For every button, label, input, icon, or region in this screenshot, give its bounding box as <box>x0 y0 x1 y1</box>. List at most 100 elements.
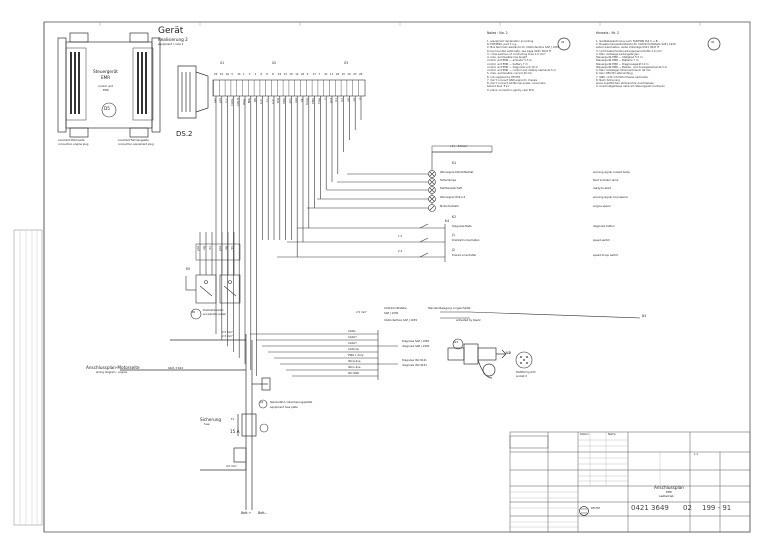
pin-number: 25 <box>214 73 218 76</box>
k4-label: K4 <box>445 219 450 223</box>
wire-label: prot <box>329 98 333 104</box>
input-label-de: Drehzahl umschalten <box>452 239 480 242</box>
wire-label: b.m. <box>259 98 263 104</box>
ds2-label: DS.2 <box>176 130 193 138</box>
output-label-en: warning signal coolant temp <box>593 171 630 174</box>
wire-label: U2 <box>341 98 345 102</box>
k1-label: K1 <box>452 161 457 165</box>
power-fuse-section <box>120 334 271 510</box>
diag-value-2: 2 d <box>398 250 403 253</box>
can-bus-label: PWG 1 Amp <box>348 354 364 357</box>
relay-column-label: sig <box>225 246 228 250</box>
sheet-border <box>43 21 751 533</box>
wire-label: rel <box>352 98 356 102</box>
left-title-en: wiring diagram - engine <box>96 371 127 374</box>
n2-label: N2 <box>506 351 511 355</box>
wire-label: k.m. <box>271 98 275 104</box>
output-label-de: Warnsignal Kühlmittelhalt <box>440 171 474 174</box>
relay-column-label: 5V <box>231 246 234 250</box>
note-de-line: Steuergerät EMR — Diagnosegerät 10 m <box>596 62 649 66</box>
wire-label: PW <box>254 98 258 103</box>
wire-label: ENG <box>283 98 287 104</box>
notes-de-list: 1. Gerätebezeichnung nach FAE/PINS Teil … <box>596 40 676 89</box>
wire-label: gnd <box>294 98 298 103</box>
output-label-de: Startbereitschaft <box>440 187 462 190</box>
can-right-en: activated by Deutz <box>456 319 481 322</box>
diag-badge: X23 <box>453 341 459 344</box>
device-subtitle-en: equipment / code 2 <box>158 43 184 46</box>
pin-number: 10 <box>289 73 293 76</box>
output-label-en: ready-to-start <box>593 187 611 190</box>
diag-connector-de: Plattformg X23 <box>516 371 536 374</box>
relay-column-label: sig <box>203 246 206 250</box>
title-block <box>509 431 751 533</box>
emr-sub: control unit <box>98 85 113 88</box>
cross-section-1: 2.5 mm² <box>222 331 234 334</box>
pin-number: 2 <box>254 73 257 76</box>
diagnosis-connector-drawing <box>447 343 533 379</box>
wire-label: U1 <box>335 98 339 102</box>
ds2-plug-drawing <box>177 65 209 119</box>
relay-caption-en: accelerator pedal <box>203 313 226 316</box>
relay-k5-label: K5 <box>186 267 191 271</box>
pin-number: 17 <box>312 73 316 76</box>
wire-label: OIL <box>300 98 304 103</box>
pin-number: 21 <box>324 73 328 76</box>
note-en-line: 6. not supplied by DEUTZ <box>487 75 521 79</box>
pin-number: 19 <box>347 73 351 76</box>
note-de-line: 7. GND nicht mit Motormasse verbinden <box>596 75 649 79</box>
note-de-line: 5. Max. zulässiger Stromverbrauch 40 mA <box>596 69 651 73</box>
wire-label: CAN-L <box>230 98 234 106</box>
pin-number: 8 <box>272 73 274 76</box>
note-de-line: 1. Gerätebezeichnung nach FAE/PINS Teil … <box>596 40 659 43</box>
wire-label: t.c. <box>265 98 269 103</box>
pin-number: 20 <box>301 73 305 76</box>
wire-label: gnd <box>219 98 223 103</box>
emr-left-caption-en: connection engine plug <box>58 143 89 146</box>
can-bus-lines <box>250 311 641 380</box>
wire-label: Diag. <box>242 98 246 105</box>
diag-x-label: X <box>509 351 512 355</box>
note-en-line: behind fuse 'F.11' <box>487 85 510 89</box>
can-sae: SAE J 1939 <box>384 312 399 315</box>
output-label-en: warning signal oil pressure <box>593 196 628 199</box>
pin-number: 4 <box>306 73 309 76</box>
can-right-de: Standardbelegung vorgeschaltet <box>428 307 471 310</box>
pin-number: 14 <box>237 73 241 76</box>
diag-connector-en: socket X <box>516 375 527 378</box>
note-de-line: Steuergerät EMR — Bedien- und Anzeigeele… <box>596 65 668 69</box>
n1-label: N1 <box>642 314 647 318</box>
cross-section-2: 2.5 mm² <box>356 311 368 314</box>
can-bus-label: ISO GND <box>348 372 360 375</box>
emr-control-unit-drawing <box>57 32 161 138</box>
output-label-en: fault indicator lamp <box>593 179 619 182</box>
pin-number: 18 <box>335 73 340 76</box>
note-en-line: 7. don't connect GND-signal to chassis <box>487 78 538 82</box>
input-label-de: P-Grad umschalter <box>452 254 477 257</box>
relay-column-label: gnd <box>197 246 200 251</box>
company-name: DEUTZ <box>591 507 600 510</box>
note-en-line: control unit EMR — actuator 5.5 m <box>487 59 532 63</box>
can-bus-label: CAN-H <box>348 342 357 345</box>
wire-label: EMR <box>312 98 316 104</box>
output-label-de: Warnsignal Öldruck <box>440 196 466 199</box>
emr-badge: D5 <box>104 106 110 111</box>
relay-badge: B1 <box>192 311 196 314</box>
notes-en-title: Notes : No. 2 <box>487 31 508 35</box>
emr-sub2: EMR <box>103 89 109 92</box>
doc-title-sub: EMR <box>666 491 672 494</box>
input-label-en: diagnosis button <box>593 225 615 228</box>
emr-connector-pins <box>70 52 147 114</box>
can-en: CAN-interface SAE J 1939 <box>384 319 417 322</box>
pin-number: 9 <box>260 73 263 76</box>
note-en-line: control unit EMR — diagnosis unit 10 m <box>487 65 539 69</box>
note-de-line: 3. nicht bezeichnete Leitungsquerschnitt… <box>596 49 663 53</box>
note-de-line: 2. Busabschlusswiderstände für CAN-Schni… <box>596 43 676 47</box>
can-bus-label: CAN-H <box>348 336 357 339</box>
note-en-line: 3. cross sections of conducting lines 1.… <box>487 52 546 56</box>
device-subtitle: Realisierung 2 <box>158 37 188 42</box>
input-switches <box>419 223 429 258</box>
pin-number: 6 <box>266 73 268 76</box>
relay-plate-de: Steckerfeld / Absicherungsplatte <box>270 401 313 404</box>
wire-label: vel <box>346 98 350 102</box>
